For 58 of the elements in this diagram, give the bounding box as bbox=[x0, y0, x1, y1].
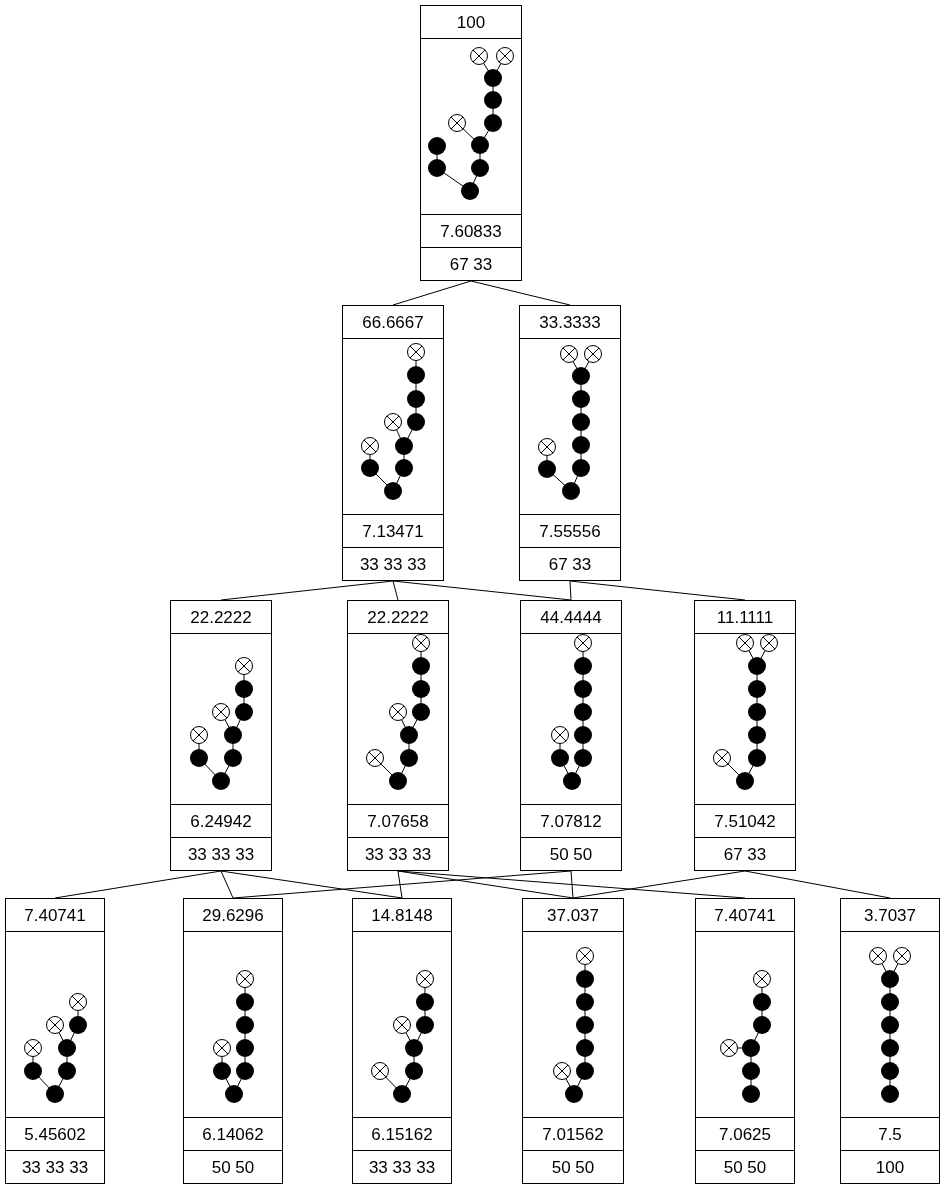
ratio-numbers: 67 33 bbox=[520, 547, 620, 580]
energy-number: 7.55556 bbox=[520, 514, 620, 547]
ratio-numbers: 33 33 33 bbox=[6, 1150, 104, 1183]
probability-number: 66.6667 bbox=[343, 306, 443, 339]
tree-node-card bbox=[695, 898, 795, 1184]
probability-number: 7.40741 bbox=[6, 899, 104, 932]
ratio-numbers: 50 50 bbox=[523, 1150, 623, 1183]
connector-line bbox=[392, 280, 472, 306]
energy-number: 7.01562 bbox=[523, 1117, 623, 1150]
energy-number: 7.13471 bbox=[343, 514, 443, 547]
probability-number: 37.037 bbox=[523, 899, 623, 932]
energy-number: 7.0625 bbox=[696, 1117, 794, 1150]
probability-number: 22.2222 bbox=[171, 601, 271, 634]
probability-number: 7.40741 bbox=[696, 899, 794, 932]
connector-line bbox=[397, 870, 403, 899]
probability-number: 29.6296 bbox=[184, 899, 282, 932]
ratio-numbers: 67 33 bbox=[695, 837, 795, 870]
energy-number: 6.24942 bbox=[171, 804, 271, 837]
tree-node-card bbox=[420, 5, 522, 281]
ratio-numbers: 33 33 33 bbox=[171, 837, 271, 870]
energy-number: 5.45602 bbox=[6, 1117, 104, 1150]
ratio-numbers: 50 50 bbox=[184, 1150, 282, 1183]
tree-node-card bbox=[183, 898, 283, 1184]
energy-number: 7.07812 bbox=[521, 804, 621, 837]
energy-number: 7.5 bbox=[841, 1117, 939, 1150]
ratio-numbers: 33 33 33 bbox=[348, 837, 448, 870]
probability-number: 14.8148 bbox=[353, 899, 451, 932]
tree-node-card bbox=[342, 305, 444, 581]
tree-node-card bbox=[347, 600, 449, 871]
probability-number: 22.2222 bbox=[348, 601, 448, 634]
tree-node-card bbox=[522, 898, 624, 1184]
connector-line bbox=[220, 870, 234, 899]
ratio-numbers: 50 50 bbox=[696, 1150, 794, 1183]
probability-number: 100 bbox=[421, 6, 521, 39]
energy-number: 7.07658 bbox=[348, 804, 448, 837]
energy-number: 7.60833 bbox=[421, 214, 521, 247]
tree-node-card bbox=[519, 305, 621, 581]
tree-node-card bbox=[5, 898, 105, 1184]
probability-number: 44.4444 bbox=[521, 601, 621, 634]
energy-number: 6.15162 bbox=[353, 1117, 451, 1150]
ratio-numbers: 100 bbox=[841, 1150, 939, 1183]
tree-node-card bbox=[520, 600, 622, 871]
ratio-numbers: 50 50 bbox=[521, 837, 621, 870]
connector-line bbox=[569, 580, 572, 601]
ratio-numbers: 33 33 33 bbox=[343, 547, 443, 580]
probability-number: 33.3333 bbox=[520, 306, 620, 339]
energy-number: 7.51042 bbox=[695, 804, 795, 837]
ratio-numbers: 33 33 33 bbox=[353, 1150, 451, 1183]
tree-node-card bbox=[352, 898, 452, 1184]
connector-line bbox=[470, 280, 571, 306]
tree-node-card bbox=[170, 600, 272, 871]
connector-line bbox=[570, 870, 574, 899]
connector-line bbox=[392, 580, 399, 601]
tree-node-card bbox=[840, 898, 940, 1184]
tree-node-card bbox=[694, 600, 796, 871]
ratio-numbers: 67 33 bbox=[421, 247, 521, 280]
probability-number: 3.7037 bbox=[841, 899, 939, 932]
energy-number: 6.14062 bbox=[184, 1117, 282, 1150]
